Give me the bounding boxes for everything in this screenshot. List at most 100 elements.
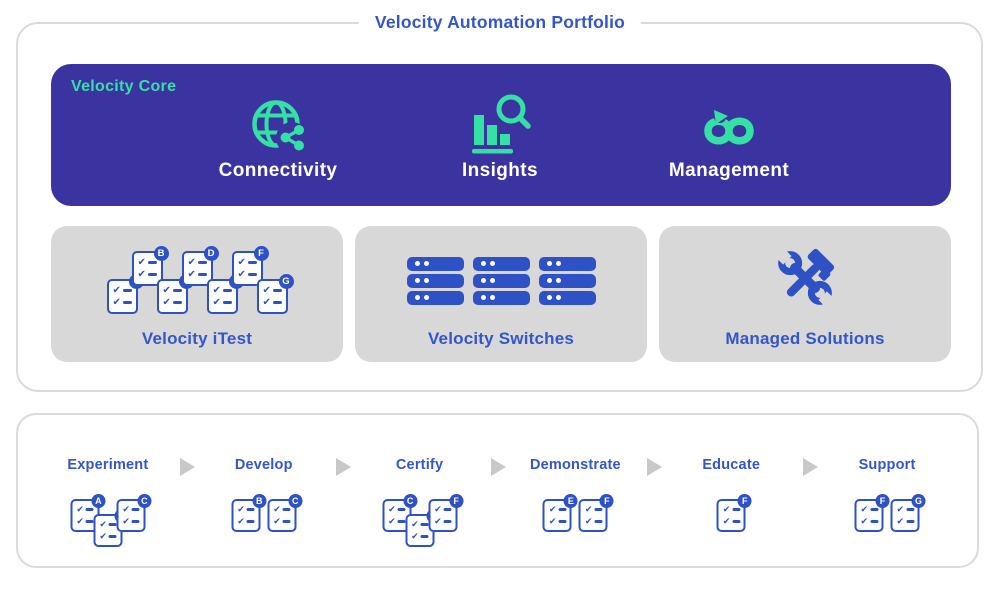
dash-line [443,508,452,511]
switch-bar-icon [472,273,530,288]
checklist-row: ✔ [263,285,286,295]
checkmark-icon: ✔ [237,516,245,526]
dash-line [870,520,879,523]
checklist-row: ✔ [237,505,258,514]
checkmark-icon: ✔ [112,296,121,308]
document-badge: F [737,494,752,508]
dash-line [558,508,567,511]
document-cluster: ✔✔E✔✔F [542,494,614,532]
dash-line [247,261,257,264]
dash-line [594,508,603,511]
stage-experiment: Experiment ✔✔A✔✔B✔✔C [30,415,195,566]
dash-line [272,289,282,292]
stage-label: Educate [702,457,761,473]
checklist-row: ✔ [76,505,97,514]
dash-line [172,301,182,304]
checkmark-icon: ✔ [584,516,593,526]
dash-line [222,289,232,292]
checklist-row: ✔ [188,269,211,279]
dash-line [282,508,291,511]
dash-line [443,520,452,523]
checklist-row: ✔ [723,505,744,514]
checklist-row: ✔ [388,517,409,526]
switch-bar-icon [538,273,596,288]
checkmark-icon: ✔ [434,504,442,514]
checkmark-icon: ✔ [76,516,84,526]
dash-line [594,520,603,523]
document-cluster: ✔✔A✔✔B✔✔C [70,494,152,547]
checkmark-icon: ✔ [722,504,731,514]
dash-line [131,508,140,511]
document-icon-f: ✔✔F [716,494,752,532]
checkmark-icon: ✔ [237,268,246,280]
checklist-row: ✔ [99,520,120,529]
stage-label: Support [858,457,916,473]
checkmark-icon: ✔ [860,516,869,526]
dash-line [246,508,255,511]
stage-label: Demonstrate [529,457,621,473]
dash-line [197,261,207,264]
checklist-row: ✔ [122,517,143,526]
arrow-right-icon [803,458,819,476]
dash-line [732,508,741,511]
product-label: Managed Solutions [725,329,885,348]
checklist-row: ✔ [163,297,186,307]
document-icon-f: ✔✔ F [231,246,269,286]
document-icon-f: ✔✔F [428,494,464,532]
checkmark-icon: ✔ [273,516,281,526]
globe-network-icon [178,88,378,154]
dash-line [85,520,94,523]
checkmark-icon: ✔ [548,516,557,526]
checklist-row: ✔ [213,297,236,307]
checklist-row: ✔ [122,505,143,514]
test-documents-icon: ✔✔A✔✔B✔✔C✔✔D✔✔E✔✔F✔✔G [51,226,343,329]
checklist-row: ✔ [237,256,261,268]
switch-bar-icon [538,256,596,271]
stage-label: Develop [234,457,293,473]
dash-line [272,301,282,304]
checklist-row: ✔ [861,517,882,526]
dash-line [147,273,157,276]
checkmark-icon: ✔ [262,296,271,308]
checkmark-icon: ✔ [860,504,869,514]
document-icon-c: ✔✔C [116,494,152,532]
checklist-row: ✔ [273,505,294,514]
checkmark-icon: ✔ [99,519,107,529]
document-cluster: ✔✔B✔✔C [231,494,303,532]
stage-demonstrate: Demonstrate✔✔E✔✔F [497,415,663,566]
dash-line [906,508,915,511]
document-badge: F [449,494,464,508]
stage-certify: Certify✔✔C✔✔E✔✔F [342,415,507,566]
document-icon-e: ✔✔E [542,494,578,532]
checkmark-icon: ✔ [411,531,419,541]
checkmark-icon: ✔ [99,531,107,541]
dash-line [420,523,429,526]
dash-line [397,508,406,511]
checkmark-icon: ✔ [548,504,557,514]
document-badge: B [153,246,169,261]
dash-line [108,523,117,526]
dash-line [246,520,255,523]
dash-line [906,520,915,523]
checkmark-icon: ✔ [237,256,246,268]
dash-line [108,535,117,538]
checklist-row: ✔ [112,296,136,308]
dash-line [147,261,157,264]
checkmark-icon: ✔ [137,256,146,268]
checklist-row: ✔ [213,285,236,295]
checkmark-icon: ✔ [162,284,171,296]
checklist-row: ✔ [897,505,918,514]
checklist-row: ✔ [861,505,882,514]
checklist-row: ✔ [113,285,136,295]
checklist-row: ✔ [262,296,286,308]
switch-bar-icon [406,273,464,288]
checkmark-icon: ✔ [187,256,196,268]
document-badge: F [253,246,269,261]
stage-label: Experiment [67,457,149,473]
core-item-label: Management [668,160,790,181]
core-item-label: Connectivity [218,160,338,181]
